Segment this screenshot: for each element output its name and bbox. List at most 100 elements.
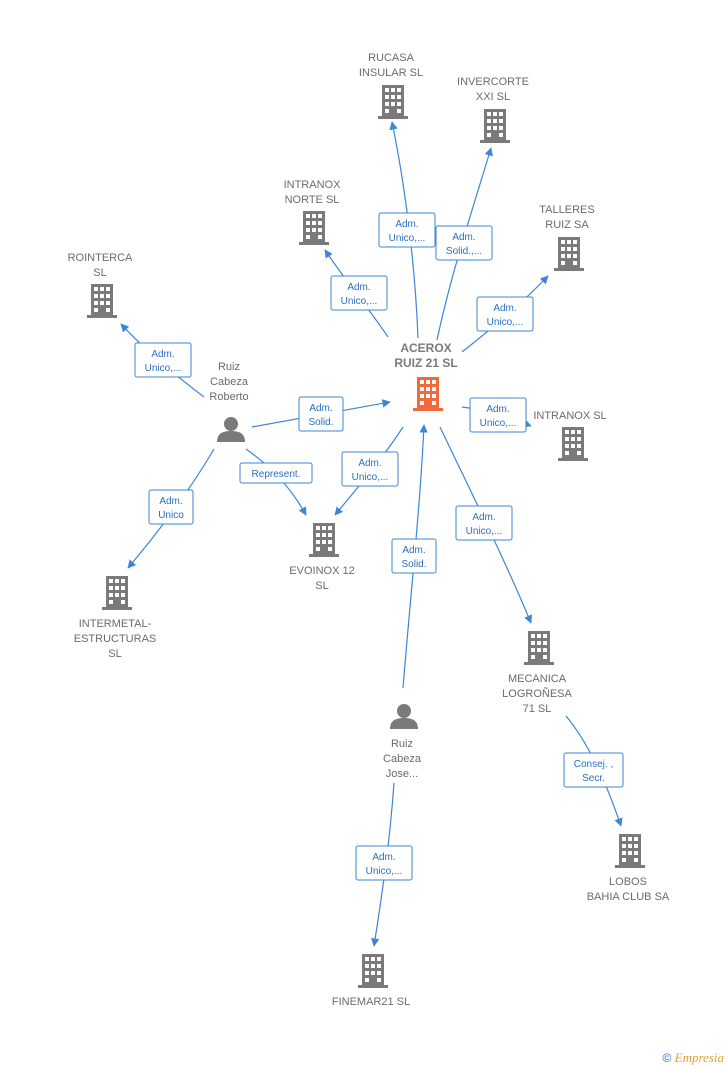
edge-label-line: Adm. — [395, 219, 418, 230]
edge-label[interactable]: Adm. Unico,... — [378, 212, 436, 248]
building-icon — [558, 427, 588, 461]
node-label-line: Cabeza — [383, 753, 422, 765]
edge-label-box — [469, 397, 527, 433]
edge-e11: Adm. Solid. — [391, 424, 437, 689]
brand-name[interactable]: Empresia — [674, 1050, 724, 1065]
building-icon — [102, 576, 132, 610]
edge-label-line: Adm. — [493, 303, 516, 314]
building-icon — [309, 523, 339, 557]
edge-label-box — [476, 296, 534, 332]
edge-e7: Adm.Unico,... — [461, 397, 532, 433]
node-label-line: SL — [93, 267, 106, 279]
edge-label-line: Unico,... — [352, 472, 389, 483]
edge-e14: Adm.Unico,... — [355, 782, 413, 947]
edge-label-line: Adm. — [151, 349, 174, 360]
edge-label[interactable]: Adm.Unico,... — [330, 275, 388, 311]
edge-label-line: Represent. — [252, 469, 301, 480]
node-ruiz-jose[interactable]: RuizCabezaJose... — [383, 704, 422, 780]
node-intranox[interactable]: INTRANOX SL — [533, 410, 607, 461]
edge-e10: Adm. Unico — [127, 448, 215, 569]
edge-label-line: Unico,... — [145, 363, 182, 374]
building-icon — [299, 211, 329, 245]
node-rointerca[interactable]: ROINTERCA SL — [68, 252, 133, 318]
person-icon — [390, 704, 418, 729]
node-label-line: FINEMAR21 SL — [332, 996, 410, 1008]
edge-label-line: Unico,... — [466, 526, 503, 537]
edge-label-line: Adm. — [159, 496, 182, 507]
edge-label[interactable]: Adm.Unico,... — [476, 296, 534, 332]
person-icon — [217, 417, 245, 442]
node-label-line: LOBOS — [609, 876, 647, 888]
copyright-icon: © — [662, 1051, 672, 1065]
edge-label-box — [455, 505, 513, 541]
node-label-line: Ruiz — [391, 738, 413, 750]
edge-label[interactable]: Adm.Unico,... — [469, 397, 527, 433]
edge-label[interactable]: Adm.Unico,... — [341, 451, 399, 487]
node-label-line: NORTE SL — [285, 194, 340, 206]
edge-label-box — [148, 489, 194, 525]
building-icon — [554, 237, 584, 271]
edge-label-box — [239, 462, 313, 484]
edge-e3: Adm.Unico,... — [324, 249, 389, 338]
edge-label-box — [341, 451, 399, 487]
edge-label-line: Adm. — [472, 512, 495, 523]
node-label-line: INVERCORTE — [457, 76, 529, 88]
edge-label[interactable]: Adm. Unico — [148, 489, 194, 525]
edge-label[interactable]: Adm. Unico,... — [134, 342, 192, 378]
edge-label-line: Adm. — [452, 232, 475, 243]
node-label-line: INTRANOX — [284, 179, 342, 191]
edge-label-box — [298, 396, 344, 432]
building-icon — [87, 284, 117, 318]
footer-brand: © Empresia — [662, 1050, 724, 1066]
node-evoinox[interactable]: EVOINOX 12 SL — [289, 523, 355, 592]
node-label-line: RUIZ 21 SL — [394, 356, 457, 370]
building-icon — [358, 954, 388, 988]
node-label-line: LOGROÑESA — [502, 687, 572, 700]
node-finemar[interactable]: FINEMAR21 SL — [332, 954, 410, 1008]
node-label-line: ROINTERCA — [68, 252, 133, 264]
edge-label[interactable]: Adm.Unico,... — [355, 845, 413, 881]
edge-label[interactable]: Represent. — [239, 462, 313, 484]
edge-label-line: Secr. — [582, 773, 605, 784]
node-label-line: SL — [315, 580, 328, 592]
edge-label-box — [355, 845, 413, 881]
edge-label-line: Adm. — [402, 545, 425, 556]
edge-label-box — [330, 275, 388, 311]
node-label-line: INTRANOX SL — [533, 410, 606, 422]
node-label-line: MECANICA — [508, 673, 567, 685]
node-label-line: INSULAR SL — [359, 67, 423, 79]
edge-label-line: Unico,... — [480, 418, 517, 429]
edge-label[interactable]: Consej. , Secr. — [563, 752, 624, 788]
node-label-line: EVOINOX 12 — [289, 565, 354, 577]
node-label-line: Cabeza — [210, 376, 249, 388]
edge-label-line: Solid. — [401, 559, 426, 570]
edge-label[interactable]: Adm.Solid.,... — [435, 225, 493, 261]
edge-label-line: Unico,... — [389, 233, 426, 244]
edge-label-line: Unico,... — [341, 296, 378, 307]
edge-label-box — [134, 342, 192, 378]
node-intranox-norte[interactable]: INTRANOX NORTE SL — [284, 179, 342, 245]
node-label-line: RUIZ SA — [545, 219, 589, 231]
edge-label[interactable]: Adm.Solid. — [298, 396, 344, 432]
building-icon — [524, 631, 554, 665]
building-icon — [413, 377, 443, 411]
node-label-line: XXI SL — [476, 91, 510, 103]
edge-label-box — [391, 538, 437, 574]
edge-label-line: Unico — [158, 510, 184, 521]
edge-label[interactable]: Adm. Unico,... — [455, 505, 513, 541]
edge-label-box — [435, 225, 493, 261]
node-label-line: ESTRUCTURAS — [74, 633, 157, 645]
node-label-line: INTERMETAL- — [79, 618, 152, 630]
edge-label-line: Consej. , — [574, 759, 613, 770]
node-invercorte[interactable]: INVERCORTE XXI SL — [457, 76, 529, 143]
edge-label[interactable]: Adm. Solid. — [391, 538, 437, 574]
